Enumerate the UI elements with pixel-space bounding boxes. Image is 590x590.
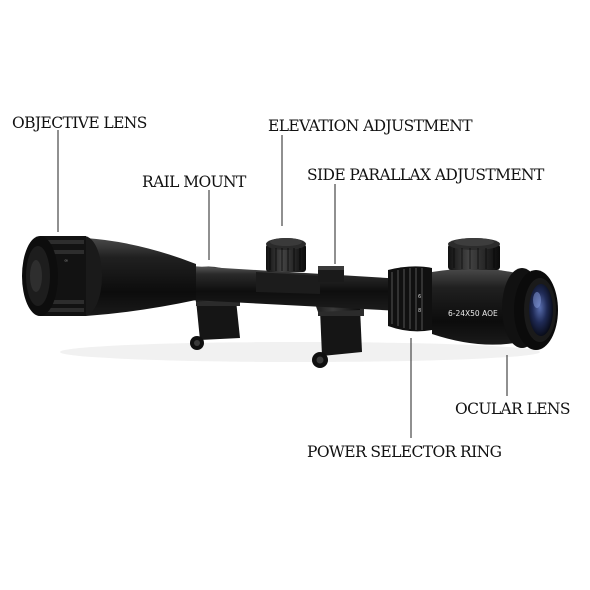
label-power-selector-ring: POWER SELECTOR RING xyxy=(307,443,502,461)
elevation-turret xyxy=(256,238,320,294)
label-elevation-adjustment: ELEVATION ADJUSTMENT xyxy=(268,117,473,135)
label-objective-lens: OBJECTIVE LENS xyxy=(12,114,147,132)
objective-end: ∞ xyxy=(22,236,102,316)
label-side-parallax-adjustment: SIDE PARALLAX ADJUSTMENT xyxy=(307,166,544,184)
objective-bell xyxy=(86,238,196,316)
svg-text:∞: ∞ xyxy=(64,258,68,264)
svg-text:8: 8 xyxy=(418,308,421,314)
ocular-end xyxy=(502,268,558,350)
leader-lines xyxy=(57,130,508,438)
ground-shadow xyxy=(60,342,540,362)
power-selector-ring: 6 8 xyxy=(388,266,432,332)
eyepiece-body xyxy=(432,268,520,345)
illumination-knob xyxy=(448,238,500,270)
svg-text:6: 6 xyxy=(418,294,421,300)
label-ocular-lens: OCULAR LENS xyxy=(455,400,571,418)
side-parallax-knob xyxy=(318,266,344,282)
model-marking: 6-24X50 AOE xyxy=(448,309,498,318)
label-rail-mount: RAIL MOUNT xyxy=(142,173,246,191)
